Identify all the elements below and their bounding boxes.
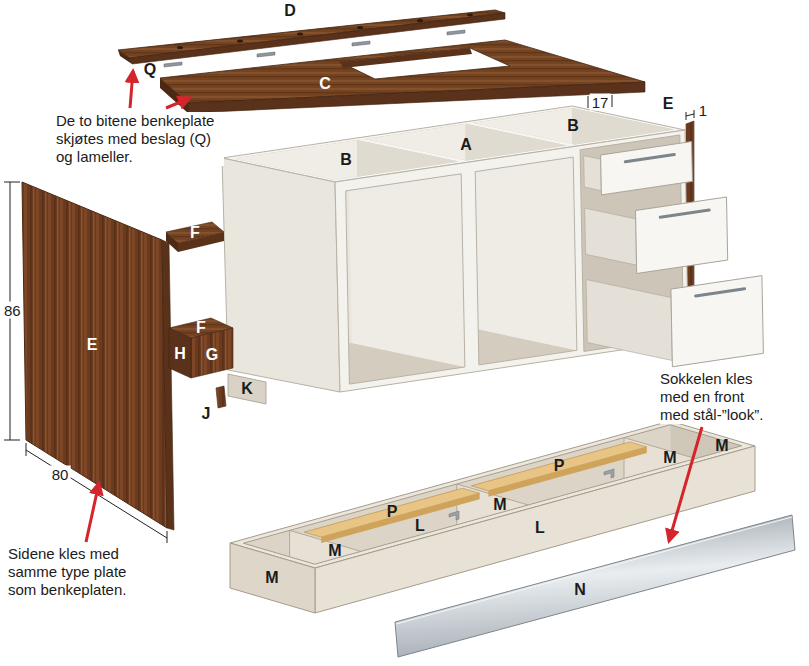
part-letter: M — [663, 450, 676, 466]
dimension-label: 1 — [697, 102, 709, 119]
angle-bracket — [604, 469, 614, 478]
part-letter: L — [415, 518, 425, 534]
dimension-tick — [26, 443, 27, 456]
cabinet-side — [222, 158, 340, 392]
plinth-end — [230, 543, 315, 613]
drawer-side — [586, 280, 672, 361]
part-letter: N — [574, 582, 586, 598]
callout-arrow — [166, 98, 190, 108]
callout-note: Sokkelen kles med en front med stål-”loo… — [660, 370, 774, 424]
shelf-edge — [166, 232, 178, 252]
cabinet-opening — [366, 133, 577, 365]
part-letter: F — [196, 320, 206, 336]
part-letter: M — [493, 497, 506, 513]
drawer-side — [585, 208, 637, 265]
part-letter: P — [387, 504, 398, 520]
part-letter: E — [87, 337, 98, 353]
part-letter: E — [663, 96, 674, 112]
part-letter: M — [715, 438, 728, 454]
part-letter: C — [319, 76, 331, 92]
drawer-handle — [625, 155, 674, 162]
drawer-side — [584, 156, 602, 191]
side-panel-edge — [162, 240, 174, 530]
cabinet-opening — [236, 150, 465, 384]
drawer-front — [601, 142, 693, 195]
dimension-tick — [612, 95, 613, 107]
dimension-tick — [694, 110, 695, 118]
dimension-tick — [588, 96, 589, 108]
drawer-front — [671, 276, 764, 367]
part-letter: Q — [144, 62, 156, 78]
dimension-tick — [686, 112, 687, 120]
part-letter: A — [460, 137, 472, 153]
drawer-front — [636, 197, 728, 274]
part-letter: B — [567, 118, 579, 134]
drawer-handle — [660, 210, 709, 217]
cabinet-opening-edge — [346, 174, 465, 384]
part-letter: H — [174, 346, 186, 362]
shelf-side — [169, 328, 191, 378]
sink-cutout — [340, 48, 510, 79]
callout-note: De to bitene benkeplate skjøtes med besl… — [56, 112, 224, 166]
part-letter: G — [206, 347, 218, 363]
dimension-tick — [167, 531, 168, 543]
callout-arrow — [130, 71, 133, 108]
dowel-hole — [357, 26, 363, 29]
part-letter: F — [190, 225, 200, 241]
part-letter: P — [554, 458, 565, 474]
joint-bracket — [352, 41, 370, 46]
dimension-label: 86 — [2, 302, 23, 319]
dowel-hole — [417, 19, 423, 22]
steel-front-plate — [395, 515, 795, 657]
part-letter: K — [241, 381, 253, 397]
angle-bracket — [449, 511, 459, 520]
dowel-hole — [237, 39, 243, 42]
joint-bracket — [257, 52, 275, 57]
dimension-label: 17 — [590, 94, 611, 111]
part-letter: M — [328, 543, 341, 559]
dimension-tick — [4, 182, 20, 183]
sink-cutout-edge — [340, 48, 472, 68]
plinth-cover — [228, 374, 266, 404]
countertop-edge — [118, 50, 132, 64]
dimension-label: 80 — [50, 466, 71, 483]
dowel-hole — [467, 14, 473, 17]
joint-bracket — [447, 30, 465, 35]
drawer-handle — [696, 289, 745, 296]
dimension-tick — [4, 440, 20, 441]
side-panel — [22, 182, 167, 528]
steel-highlight — [396, 517, 792, 624]
dowel-hole — [177, 46, 183, 49]
part-letter: J — [202, 406, 211, 422]
dowel-hole — [297, 32, 303, 35]
countertop-edge — [160, 78, 188, 113]
dimension-line — [686, 114, 694, 116]
callout-note: Sidene kles med samme type plate som ben… — [8, 545, 148, 599]
joint-bracket — [164, 62, 182, 67]
part-letter: D — [284, 3, 296, 19]
cabinet-opening-edge — [475, 157, 577, 365]
leg-piece — [216, 386, 226, 408]
callout-arrow — [86, 483, 99, 542]
part-letter: M — [265, 570, 278, 586]
part-letter: L — [535, 520, 545, 536]
callout-arrow — [669, 427, 702, 541]
part-letter: B — [340, 152, 352, 168]
shelf-edge — [178, 232, 224, 252]
